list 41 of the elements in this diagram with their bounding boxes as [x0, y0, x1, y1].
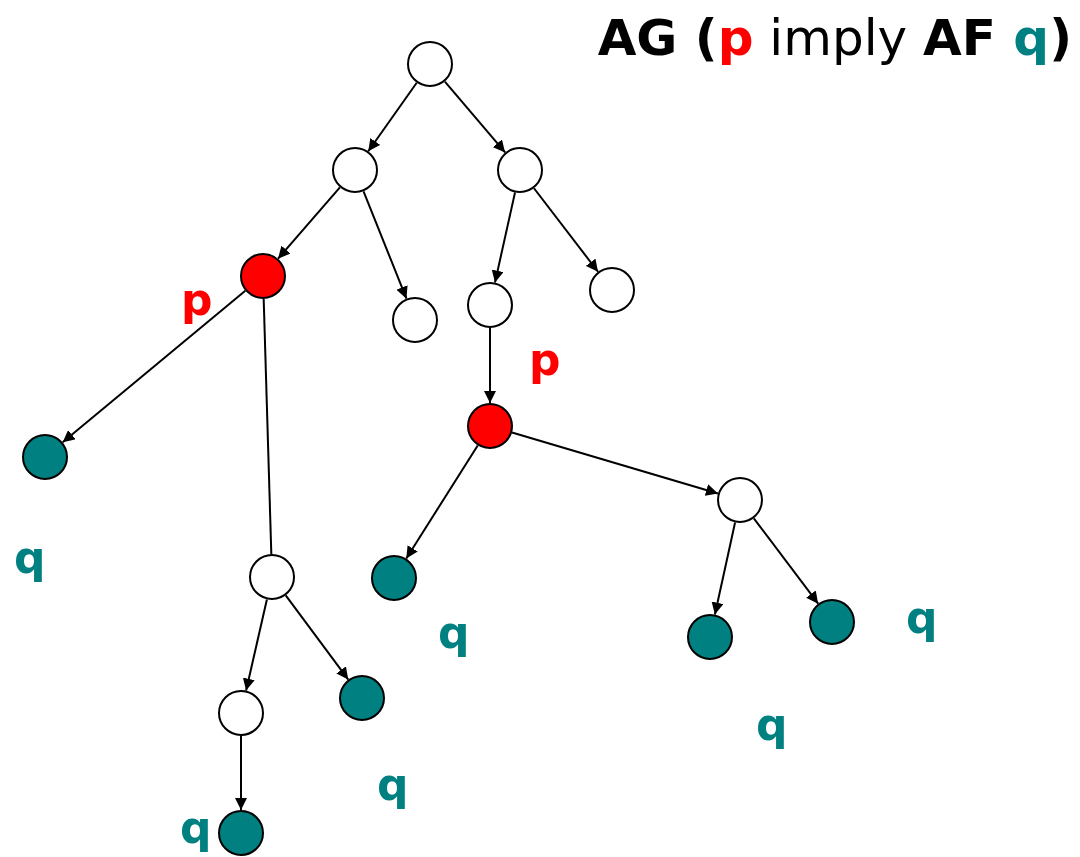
arrow: [242, 598, 268, 692]
state-label: q: [906, 596, 938, 640]
arrow: [443, 80, 507, 154]
arrow: [235, 735, 247, 811]
state-circle: [497, 147, 543, 193]
arrow: [61, 289, 247, 444]
state-circle: [467, 403, 513, 449]
state-circle: [589, 267, 635, 313]
state-label: q: [756, 703, 788, 747]
state-circle: [22, 434, 68, 480]
state-label: q: [377, 763, 409, 807]
state-circle: [218, 810, 264, 856]
state-circle: [218, 690, 264, 736]
title: AG (p imply AF q): [597, 8, 1072, 68]
arrow: [367, 81, 418, 153]
arrow: [277, 186, 341, 260]
state-circle: [392, 297, 438, 343]
state-circle: [687, 614, 733, 660]
state-circle: [332, 147, 378, 193]
arrow: [491, 191, 516, 284]
state-label: p: [181, 278, 213, 322]
arrow: [405, 444, 479, 560]
state-circle: [371, 555, 417, 601]
state-circle: [249, 554, 295, 600]
state-circle: [240, 253, 286, 299]
state-circle: [339, 675, 385, 721]
state-circle: [809, 599, 855, 645]
arrow: [362, 190, 408, 300]
arrow: [711, 521, 737, 616]
arrow: [752, 517, 820, 605]
arrow: [284, 594, 350, 681]
state-circle: [407, 41, 453, 87]
state-label: q: [438, 611, 470, 655]
state-circle: [717, 477, 763, 523]
state-label: q: [180, 806, 212, 850]
arrow: [484, 327, 496, 404]
state-label: q: [14, 536, 46, 580]
arrow: [511, 431, 719, 496]
state-label: p: [529, 338, 561, 382]
state-circle: [467, 282, 513, 328]
arrow: [533, 187, 599, 273]
